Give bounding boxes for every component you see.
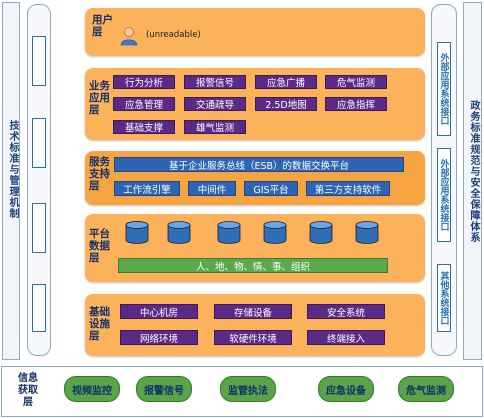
left-standards-title: 技术标准与管理机制 [7, 120, 18, 219]
infra-item-data-center: 中心机房 [120, 304, 198, 319]
right-standards-title: 政务标准规范与安全保障体系 [468, 100, 479, 243]
service-item-gis-platform: GIS平台 [244, 181, 298, 196]
business-item-gas-monitoring: 危气监测 [325, 75, 387, 89]
info-item-supervision: 监管执法 [220, 376, 276, 402]
service-item-middleware: 中间件 [188, 181, 236, 196]
business-item-emergency-broadcast: 应急广播 [255, 75, 317, 89]
user-layer-label: 用户层 [92, 14, 113, 38]
business-item-alarm-signal: 报警信号 [184, 75, 246, 89]
database-icon [263, 221, 287, 244]
left-inner-header [27, 8, 51, 30]
platform-data-bar: 人、地、物、情、事、组织 [118, 258, 388, 273]
service-item-third-party: 第三方支持软件 [306, 181, 390, 196]
infra-item-hw-sw-env: 软硬件环境 [214, 330, 292, 345]
infra-layer-label: 基础设施层 [89, 306, 110, 342]
info-item-gas-monitoring: 危气监测 [398, 376, 454, 402]
infra-item-terminal-access: 终端接入 [307, 330, 385, 345]
platform-layer-label: 平台数据层 [89, 228, 110, 264]
infra-item-network: 网络环境 [120, 330, 198, 345]
user-icon [120, 27, 138, 46]
left-standards-column [2, 2, 20, 360]
database-icon [309, 221, 333, 244]
right-inner-item-2: 外部应用系统接口 [437, 148, 451, 242]
right-inner-item-3: 其他系统接口 [437, 264, 451, 332]
business-layer-label: 业务应用层 [89, 80, 110, 116]
database-icon [167, 221, 191, 244]
right-standards-column [463, 2, 482, 360]
business-item-traffic-guidance: 交通疏导 [184, 97, 246, 111]
left-inner-item-3 [32, 203, 46, 253]
infra-item-security: 安全系统 [307, 304, 385, 319]
left-inner-item-1 [32, 36, 46, 86]
service-bus-bar: 基于企业服务总线（ESB）的数据交换平台 [114, 157, 404, 172]
info-layer-label: 信息获取层 [18, 373, 38, 408]
user-layer [85, 8, 425, 56]
user-layer-text: (unreadable) [146, 30, 201, 40]
database-icon [355, 221, 379, 244]
business-item-base-support: 基础支撑 [113, 120, 175, 134]
business-item-behavior-analysis: 行为分析 [113, 75, 175, 89]
info-item-emergency-equipment: 应急设备 [318, 376, 374, 402]
left-inner-item-2 [32, 118, 46, 168]
right-inner-item-1: 外部应用系统接口 [437, 42, 451, 136]
database-icon [217, 221, 241, 244]
database-icon [125, 221, 149, 244]
infra-item-storage: 存储设备 [214, 304, 292, 319]
info-item-video-monitor: 视频监控 [64, 376, 120, 402]
business-item-emergency-command: 应急指挥 [325, 97, 387, 111]
business-item-2-5d-map: 2.5D地图 [255, 97, 317, 111]
info-item-alarm-signal: 报警信号 [136, 376, 192, 402]
left-inner-item-4 [32, 284, 46, 332]
business-item-emergency-management: 应急管理 [113, 97, 175, 111]
service-layer-label: 服务支持层 [89, 156, 110, 192]
business-item-gas-monitor-2: 雄气监测 [184, 120, 246, 134]
service-item-workflow-engine: 工作流引擎 [114, 181, 180, 196]
